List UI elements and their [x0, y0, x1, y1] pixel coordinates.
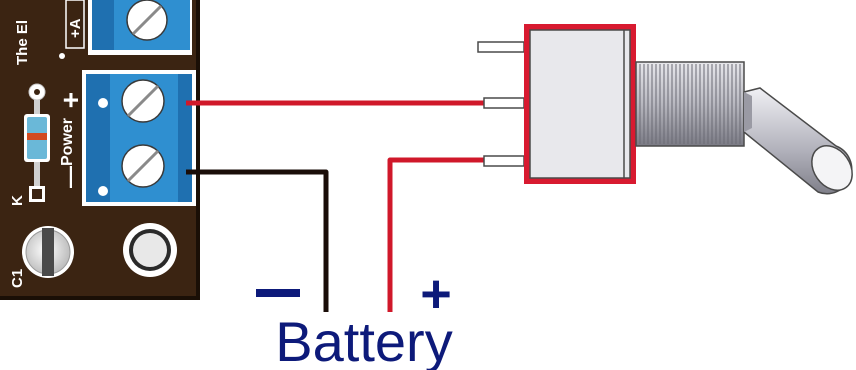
terminal-screw-negative: [121, 144, 165, 188]
bushing-threads: [639, 64, 741, 144]
battery-label-group: + Battery: [256, 264, 453, 370]
battery-plus-symbol: +: [420, 264, 452, 324]
battery-minus-symbol: [256, 289, 300, 297]
pcb-plus-a-label: +A: [67, 18, 84, 38]
pcb-silk-frame: [65, 0, 85, 49]
capacitor-c1: [22, 226, 74, 278]
power-label: Power: [59, 118, 76, 166]
mounting-hole: [123, 223, 177, 277]
wire-battery-negative: [186, 169, 329, 312]
k-label: K: [9, 195, 26, 206]
battery-label: Battery: [275, 310, 452, 370]
power-minus-label: —: [57, 166, 82, 188]
pcb-dot: [59, 53, 65, 59]
diode: [24, 83, 50, 202]
toggle-lever: [743, 87, 853, 195]
terminal-screw-positive: [121, 79, 165, 123]
wire-battery-positive: [387, 157, 484, 312]
toggle-switch: [477, 24, 745, 184]
pcb-silkscreen-title: The El: [14, 20, 31, 65]
terminal-block-top: [88, 0, 192, 55]
power-plus-label: +: [55, 92, 86, 108]
c1-label: C1: [9, 269, 26, 288]
